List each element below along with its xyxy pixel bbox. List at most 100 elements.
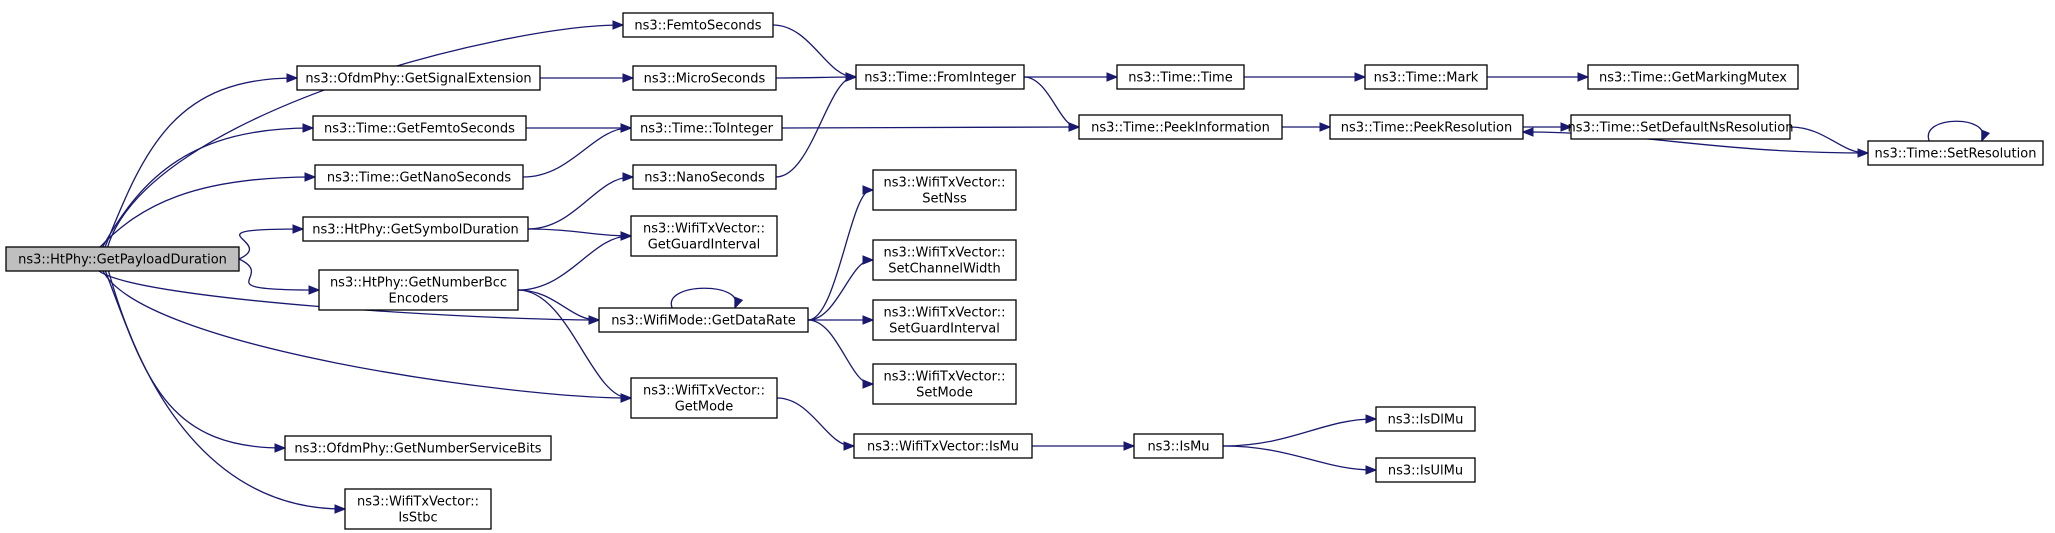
node-isdlmu[interactable]: ns3::IsDlMu [1375,406,1476,432]
node-box [872,239,1017,281]
edge-root-to-ofdm_sigext [104,73,299,248]
node-box [5,246,240,272]
node-label: ns3::HtPhy::GetPayloadDuration [18,253,227,268]
node-setchw[interactable]: ns3::WifiTxVector::SetChannelWidth [872,239,1017,281]
edge-txismu-to-ismu [1031,441,1136,451]
node-box [1133,433,1224,459]
node-nano[interactable]: ns3::NanoSeconds [632,164,777,190]
edge-getnano-to-tointeger [522,123,633,178]
node-label: SetGuardInterval [889,322,1000,337]
node-box [855,64,1025,90]
node-box [632,164,777,190]
edge-mark-to-mutex [1487,72,1590,82]
node-label: ns3::WifiTxVector:: [883,306,1005,321]
node-servicebits[interactable]: ns3::OfdmPhy::GetNumberServiceBits [284,435,552,461]
node-label: ns3::Time::SetResolution [1875,147,2037,162]
node-box [872,299,1017,341]
node-isulmu[interactable]: ns3::IsUlMu [1375,457,1476,483]
node-box [598,307,809,333]
node-setdefault[interactable]: ns3::Time::SetDefaultNsResolution [1568,114,1794,140]
node-tointeger[interactable]: ns3::Time::ToInteger [630,115,783,141]
edge-datarate-to-datarate [670,287,744,310]
node-label: ns3::Time::SetDefaultNsResolution [1568,121,1794,136]
edge-peekres-to-setdefault [1523,122,1573,132]
node-label: SetChannelWidth [888,262,1001,277]
edge-root-to-getnano [99,172,317,248]
node-getmode[interactable]: ns3::WifiTxVector::GetMode [630,377,778,419]
node-label: ns3::IsUlMu [1388,464,1463,479]
node-label: ns3::Time::PeekResolution [1341,121,1512,136]
node-box [632,65,777,91]
node-label: ns3::WifiMode::GetDataRate [611,314,796,329]
node-symdur[interactable]: ns3::HtPhy::GetSymbolDuration [302,216,529,242]
node-box [284,435,552,461]
node-frominteger[interactable]: ns3::Time::FromInteger [855,64,1025,90]
edge-root-to-getfemto [101,123,315,248]
node-label: GetMode [675,400,734,415]
node-setnss[interactable]: ns3::WifiTxVector::SetNss [872,169,1017,211]
node-setgi[interactable]: ns3::WifiTxVector::SetGuardInterval [872,299,1017,341]
node-setres[interactable]: ns3::Time::SetResolution [1867,140,2044,166]
node-setmode[interactable]: ns3::WifiTxVector::SetMode [872,363,1017,405]
node-box [344,488,492,530]
nodes-layer: ns3::HtPhy::GetPayloadDuration ns3::Femto… [5,12,2044,530]
node-box [312,115,527,141]
edge-tointeger-to-peekinfo [781,122,1081,132]
node-label: Encoders [389,292,449,307]
edge-setres-to-setres [1927,120,1991,143]
node-label: ns3::WifiTxVector::IsMu [867,440,1019,455]
node-label: ns3::Time::Mark [1374,71,1479,86]
edge-datarate-to-setgi [807,315,875,325]
edge-nano-to-frominteger [775,72,858,178]
node-label: ns3::MicroSeconds [644,72,766,87]
node-ofdm_sigext[interactable]: ns3::OfdmPhy::GetSignalExtension [296,65,541,91]
node-txismu[interactable]: ns3::WifiTxVector::IsMu [853,433,1033,459]
node-box [1375,457,1476,483]
node-box [1375,406,1476,432]
node-label: ns3::IsDlMu [1388,413,1464,428]
node-ismu[interactable]: ns3::IsMu [1133,433,1224,459]
node-timetime[interactable]: ns3::Time::Time [1116,64,1245,90]
node-mutex[interactable]: ns3::Time::GetMarkingMutex [1587,64,1799,90]
node-isstbc[interactable]: ns3::WifiTxVector::IsStbc [344,488,492,530]
node-datarate[interactable]: ns3::WifiMode::GetDataRate [598,307,809,333]
node-label: IsStbc [398,511,437,526]
node-micro[interactable]: ns3::MicroSeconds [632,65,777,91]
node-box [314,164,524,190]
node-getfemto[interactable]: ns3::Time::GetFemtoSeconds [312,115,527,141]
node-box [630,215,778,257]
node-label: ns3::IsMu [1147,440,1209,455]
edge-symdur-to-nano [527,172,635,230]
edge-frominteger-to-timetime [1023,72,1119,82]
node-label: ns3::Time::GetMarkingMutex [1599,71,1787,86]
edge-ofdm_sigext-to-micro [539,73,635,83]
node-label: ns3::Time::ToInteger [640,122,774,137]
node-guardint[interactable]: ns3::WifiTxVector::GetGuardInterval [630,215,778,257]
node-peekinfo[interactable]: ns3::Time::PeekInformation [1078,114,1283,140]
node-label: ns3::Time::Time [1128,71,1232,86]
node-box [1570,114,1791,140]
node-label: ns3::WifiTxVector:: [643,384,765,399]
node-label: ns3::OfdmPhy::GetNumberServiceBits [294,442,541,457]
node-label: ns3::Time::PeekInformation [1091,121,1270,136]
node-femto[interactable]: ns3::FemtoSeconds [622,12,774,38]
edge-timetime-to-mark [1244,72,1367,82]
node-box [1078,114,1283,140]
node-box [872,363,1017,405]
edge-ismu-to-isulmu [1222,445,1378,475]
edge-datarate-to-setchw [807,255,875,321]
node-peekres[interactable]: ns3::Time::PeekResolution [1329,114,1524,140]
edge-numbcc-to-getmode [517,289,633,403]
node-box [302,216,529,242]
node-label: SetNss [922,192,967,207]
edge-root-to-numbcc [238,258,321,295]
node-root[interactable]: ns3::HtPhy::GetPayloadDuration [5,246,240,272]
node-box [1867,140,2044,166]
edge-numbcc-to-datarate [517,289,601,325]
node-box [1364,64,1488,90]
node-getnano[interactable]: ns3::Time::GetNanoSeconds [314,164,524,190]
edge-root-to-symdur [238,224,305,260]
node-mark[interactable]: ns3::Time::Mark [1364,64,1488,90]
node-box [630,377,778,419]
